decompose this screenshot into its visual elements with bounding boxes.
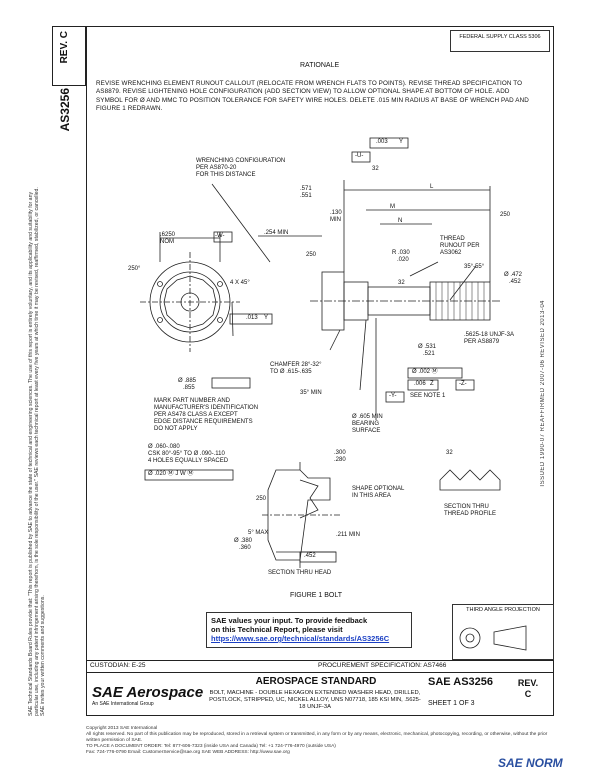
mark-note: MARK PART NUMBER AND MANUFACTURER'S IDEN… — [154, 398, 259, 432]
dim-130: .130 MIN — [330, 210, 342, 223]
datum-u: -U- — [355, 153, 364, 159]
dia-531: Ø .531 .521 — [418, 344, 437, 357]
finish-250b: 250 — [306, 252, 317, 258]
dim-l: L — [430, 184, 434, 190]
copyright: Copyright 2013 SAE International — [86, 726, 158, 731]
title-row — [86, 672, 554, 717]
rationale-text: REVISE WRENCHING ELEMENT RUNOUT CALLOUT … — [96, 80, 529, 113]
fax-info: Fax: 724-776-0790 Email: CustomerService… — [86, 750, 290, 755]
tol-0021: Ø .002 Ⓜ — [412, 369, 438, 375]
finish-32a: 32 — [372, 166, 379, 172]
rev-box-bottom: REV. C — [517, 678, 539, 699]
dim-n: N — [398, 218, 403, 224]
dia-380: Ø .380 .360 — [234, 538, 253, 551]
thread-spec: .5625-18 UNJF-3A PER AS8879 — [464, 332, 515, 345]
section-thread-label: SECTION THRU THREAD PROFILE — [444, 504, 497, 517]
federal-supply-class: FEDERAL SUPPLY CLASS 5306 — [450, 30, 550, 52]
feedback-line1: SAE values your input. To provide feedba… — [211, 616, 368, 625]
datum-z: -Z- — [459, 381, 467, 387]
dia-472: Ø .472 .452 — [504, 272, 523, 285]
standard-description: BOLT, MACHINE - DOUBLE HEXAGON EXTENDED … — [209, 690, 421, 710]
logo-sub: An SAE International Group — [92, 701, 154, 707]
procurement-spec: PROCUREMENT SPECIFICATION: AS7466 — [318, 662, 447, 669]
chamfer-4x45: 4 X 45° — [230, 280, 250, 286]
max-5deg: 5° MAX — [248, 530, 269, 536]
thread-profile — [439, 469, 501, 491]
sae-mark: SAE — [428, 676, 451, 688]
dim-571: .571 .551 — [300, 186, 312, 199]
dim-211: .211 MIN — [336, 532, 360, 538]
rights: All rights reserved. No part of this pub… — [86, 732, 548, 743]
wrenching-label: WRENCHING CONFIGURATION PER AS870-20 FOR… — [196, 158, 286, 178]
tol-013-y: Y — [264, 315, 269, 321]
feedback-box: SAE values your input. To provide feedba… — [206, 612, 412, 648]
dim-452: .452 — [304, 553, 316, 559]
radius-030: R .030 .020 — [392, 250, 410, 263]
finish-250d: 250 — [256, 496, 267, 502]
tol-003-y: Y — [399, 139, 404, 145]
finish-32b: 32 — [398, 280, 405, 286]
angle-35-55: 35°-55° — [464, 264, 485, 270]
section-head-label: SECTION THRU HEAD — [268, 570, 332, 576]
holes-fcf: Ø .020 Ⓜ J W Ⓜ — [148, 471, 194, 477]
drawing-frame — [86, 26, 554, 716]
shape-optional: SHAPE OPTIONAL IN THIS AREA — [352, 486, 405, 499]
nom-label: .6250 NOM — [160, 232, 176, 245]
feedback-link[interactable]: https://www.sae.org/technical/standards/… — [211, 634, 390, 643]
datum-w: -W- — [215, 233, 225, 239]
finish-250c: 250 — [500, 212, 511, 218]
third-angle-label: THIRD ANGLE PROJECTION — [466, 607, 540, 613]
figure-caption: FIGURE 1 BOLT — [290, 592, 342, 599]
tol-006-z: Z — [430, 381, 434, 387]
angle-250: 250° — [128, 266, 141, 272]
dia-885: Ø .885 .855 — [178, 378, 197, 391]
dim-300: .300 .280 — [334, 450, 346, 463]
feedback-line2: on this Technical Report, please visit — [211, 625, 343, 634]
custodian: CUSTODIAN: E-25 — [90, 662, 146, 669]
thread-runout: THREAD RUNOUT PER AS3062 — [440, 236, 480, 256]
standard-title: AEROSPACE STANDARD — [255, 676, 377, 687]
title-block — [86, 660, 554, 717]
dim-254: .254 MIN — [264, 230, 289, 236]
sheet-number: SHEET 1 OF 3 — [428, 700, 475, 707]
see-note-1: SEE NOTE 1 — [410, 393, 446, 399]
order-info: TO PLACE A DOCUMENT ORDER: Tel: 877-606-… — [86, 744, 336, 749]
chamfer-note: CHAMFER 28°-32° TO Ø .615-.635 — [270, 362, 322, 375]
doc-number: SAE AS3256 — [428, 676, 493, 688]
rev-box: REV. C — [52, 26, 86, 86]
footer: Copyright 2013 SAE International All rig… — [86, 726, 556, 756]
holes-note: Ø .060-.080 CSK 80°-95° TO Ø .090-.110 4… — [148, 444, 229, 464]
logo-main: SAE Aerospace — [92, 684, 204, 701]
sae-norm-watermark: SAE NORM — [498, 756, 563, 770]
section-head — [267, 469, 331, 561]
third-angle-box: THIRD ANGLE PROJECTION — [452, 604, 554, 660]
finish-32c: 32 — [446, 450, 453, 456]
tol-003: .003 — [376, 139, 388, 145]
tol-006: .006 — [414, 381, 426, 387]
doc-number-text: AS3256 — [453, 676, 494, 688]
datum-y: -Y- — [389, 393, 397, 399]
rationale-title: RATIONALE — [300, 62, 340, 69]
bearing-surface: Ø .605 MIN BEARING SURFACE — [352, 414, 383, 434]
tol-013: .013 — [246, 315, 258, 321]
angle-35-min: 35° MIN — [300, 390, 322, 396]
dim-m: M — [390, 204, 395, 210]
